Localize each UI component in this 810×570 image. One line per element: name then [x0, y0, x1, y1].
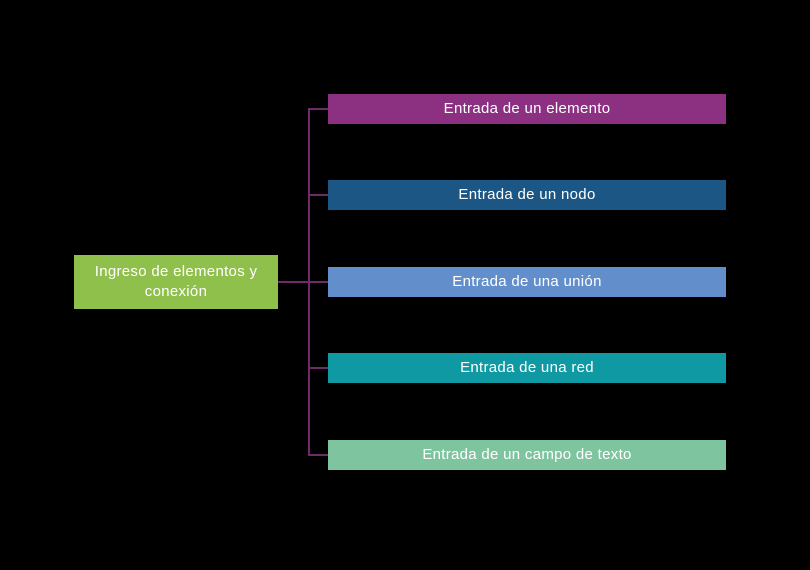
- node-root-label: Ingreso de elementos y conexión: [94, 263, 258, 300]
- connector-root-to-trunk: [278, 281, 309, 283]
- connector-branch-elemento: [308, 108, 329, 110]
- node-entrada-campo-texto: Entrada de un campo de texto: [328, 440, 726, 470]
- node-entrada-red-label: Entrada de una red: [460, 359, 594, 376]
- node-root: Ingreso de elementos y conexión: [74, 255, 278, 309]
- connector-branch-union: [308, 281, 329, 283]
- node-entrada-nodo-label: Entrada de un nodo: [458, 186, 596, 203]
- node-entrada-elemento-label: Entrada de un elemento: [443, 100, 611, 117]
- connector-branch-red: [308, 367, 329, 369]
- connector-branch-nodo: [308, 194, 329, 196]
- node-entrada-red: Entrada de una red: [328, 353, 726, 383]
- connector-branch-campo-texto: [308, 454, 329, 456]
- node-entrada-elemento: Entrada de un elemento: [328, 94, 726, 124]
- node-entrada-campo-texto-label: Entrada de un campo de texto: [422, 446, 632, 463]
- node-entrada-union-label: Entrada de una unión: [452, 273, 602, 290]
- node-entrada-union: Entrada de una unión: [328, 267, 726, 297]
- node-entrada-nodo: Entrada de un nodo: [328, 180, 726, 210]
